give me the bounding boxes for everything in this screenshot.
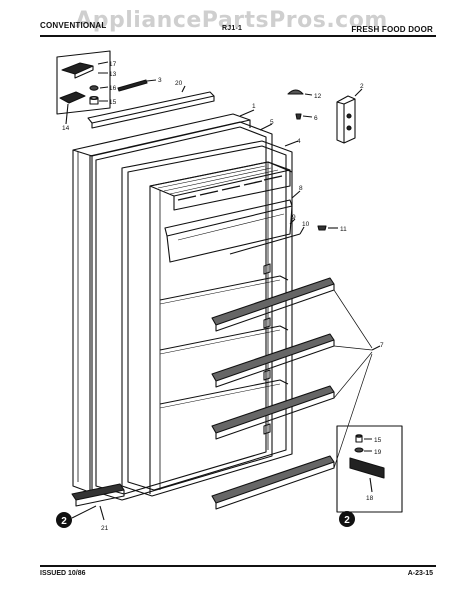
callout-12: 12 [314, 93, 322, 100]
hinge-kit-inset [56, 50, 111, 125]
bushing-part-15b [355, 435, 363, 443]
footer-page-code: A-23-15 [407, 570, 433, 577]
callout-18: 18 [366, 495, 374, 502]
callout-21: 21 [101, 525, 109, 532]
header-rule [40, 35, 436, 37]
callout-2: 2 [360, 83, 364, 90]
washer-part [89, 85, 99, 91]
header-assembly-title: FRESH FOOD DOOR [351, 25, 433, 34]
marker-right: 2 [339, 511, 355, 527]
outer-door-panel [72, 109, 255, 494]
callout-8: 8 [299, 185, 303, 192]
washer-part-19 [354, 447, 364, 453]
callout-14: 14 [62, 125, 70, 132]
hinge-part-18 [349, 457, 385, 479]
door-shelves [159, 263, 289, 435]
cap-part-12 [287, 89, 304, 95]
trim-strip-part-3 [117, 79, 148, 92]
dairy-compartment [149, 161, 291, 211]
callout-9: 9 [292, 214, 296, 221]
callout-17: 17 [109, 61, 117, 68]
callout-15: 15 [109, 99, 117, 106]
shelf-rod-part-10 [229, 233, 301, 255]
header-section-title: CONVENTIONAL [40, 21, 107, 30]
watermark: AppliancePartsPros.com [75, 8, 388, 33]
hinge-bracket-part-2 [336, 95, 356, 144]
callout-16: 16 [109, 85, 117, 92]
marker-left: 2 [56, 505, 97, 528]
footer-rule [40, 565, 436, 567]
top-trim-part-20 [87, 91, 215, 124]
bottom-hinge-part-21 [71, 483, 125, 521]
hinge-plate-part [59, 91, 86, 104]
footer-issued-date: ISSUED 10/86 [40, 570, 86, 577]
callout-10: 10 [302, 221, 310, 228]
shelf-bars-part-7 [211, 277, 381, 510]
callout-15b: 15 [374, 437, 382, 444]
callout-11: 11 [340, 226, 347, 233]
svg-text:2: 2 [344, 515, 350, 526]
callout-3: 3 [158, 77, 162, 84]
callout-19: 19 [374, 449, 382, 456]
svg-text:2: 2 [61, 516, 67, 527]
inner-door-liner [121, 140, 299, 497]
callout-20: 20 [175, 80, 183, 87]
callout-7: 7 [380, 342, 384, 349]
callout-13: 13 [109, 71, 117, 78]
bushing-part [89, 97, 99, 105]
header-model: RJ1-1 [222, 25, 243, 32]
screw-part-11 [317, 225, 327, 231]
bottom-hinge-kit-inset [336, 425, 403, 513]
dairy-door-part-8 [164, 190, 301, 263]
callout-labels: 17 13 16 15 14 3 20 1 5 4 12 6 2 8 9 10 … [62, 61, 384, 532]
callout-5: 5 [270, 119, 274, 126]
callout-6: 6 [314, 115, 318, 122]
callout-4: 4 [297, 138, 301, 145]
callout-1: 1 [252, 103, 256, 110]
screw-part-6 [295, 113, 302, 120]
